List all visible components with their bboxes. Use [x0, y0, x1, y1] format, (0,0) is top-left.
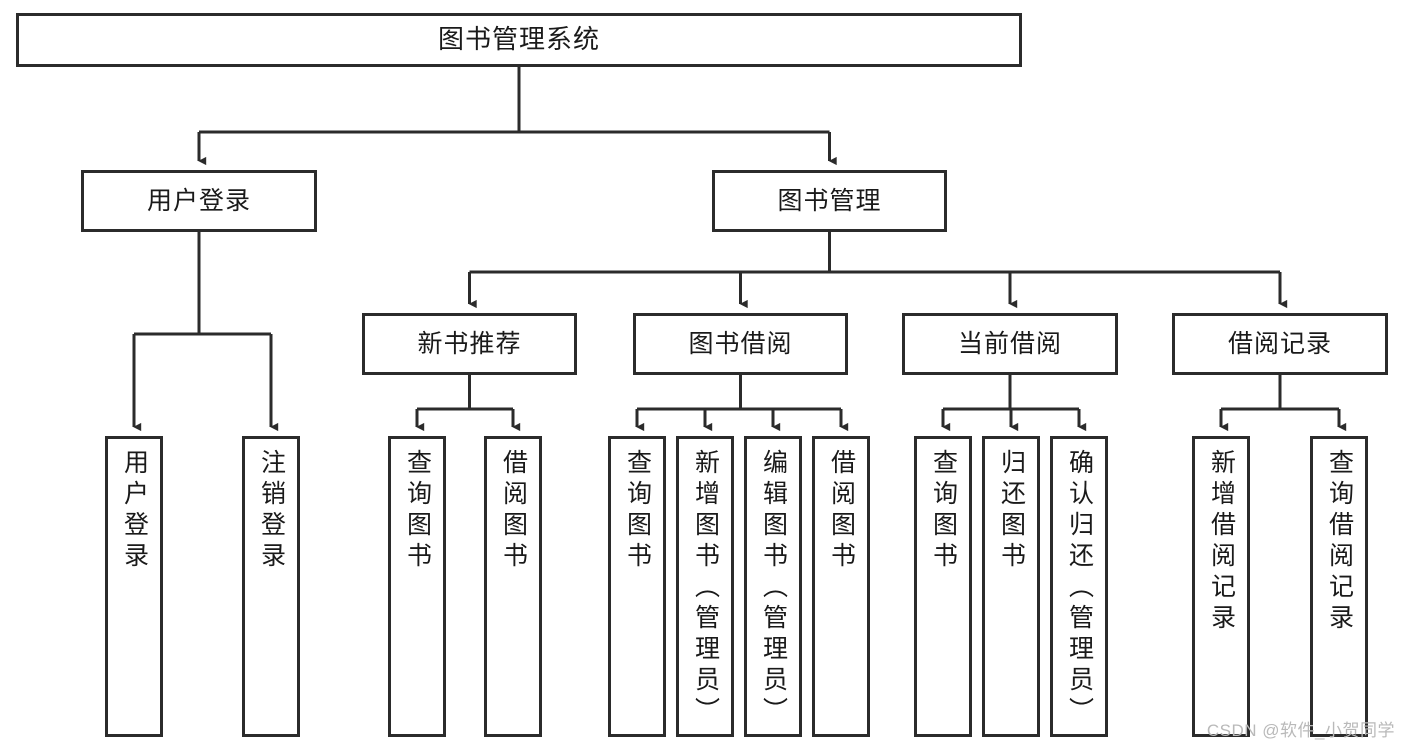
node-label: 借阅图书 — [499, 449, 528, 573]
node-leaf-query-book-2[interactable]: 查询图书 — [608, 436, 666, 737]
node-label: 借阅图书 — [827, 449, 856, 573]
node-leaf-query-book-1[interactable]: 查询图书 — [388, 436, 446, 737]
node-label: 图书借阅 — [688, 329, 793, 358]
node-label: 新增图书（管理员） — [691, 449, 720, 728]
node-borrow-record[interactable]: 借阅记录 — [1172, 313, 1388, 375]
node-label: 注销登录 — [257, 449, 286, 573]
node-label: 查询图书 — [403, 449, 432, 573]
node-leaf-logout-login[interactable]: 注销登录 — [242, 436, 300, 737]
node-leaf-edit-book-admin[interactable]: 编辑图书（管理员） — [744, 436, 802, 737]
node-leaf-query-book-3[interactable]: 查询图书 — [914, 436, 972, 737]
node-label: 新书推荐 — [417, 329, 522, 358]
node-label: 用户登录 — [146, 186, 251, 215]
node-label: 图书管理系统 — [437, 24, 600, 55]
node-label: 借阅记录 — [1227, 329, 1332, 358]
node-root[interactable]: 图书管理系统 — [16, 13, 1022, 67]
node-leaf-query-borrow-record[interactable]: 查询借阅记录 — [1310, 436, 1368, 737]
node-leaf-borrow-book-1[interactable]: 借阅图书 — [484, 436, 542, 737]
node-user-login[interactable]: 用户登录 — [81, 170, 317, 232]
node-leaf-user-login[interactable]: 用户登录 — [105, 436, 163, 737]
node-label: 查询图书 — [929, 449, 958, 573]
node-label: 查询借阅记录 — [1325, 449, 1354, 635]
node-label: 确认归还（管理员） — [1065, 449, 1094, 728]
node-label: 新增借阅记录 — [1207, 449, 1236, 635]
node-label: 查询图书 — [623, 449, 652, 573]
node-label: 当前借阅 — [957, 329, 1062, 358]
node-leaf-add-book-admin[interactable]: 新增图书（管理员） — [676, 436, 734, 737]
watermark: CSDN @软件_小贺同学 — [1206, 721, 1395, 740]
node-current-borrow[interactable]: 当前借阅 — [902, 313, 1118, 375]
node-label: 归还图书 — [997, 449, 1026, 573]
node-new-book-recommend[interactable]: 新书推荐 — [362, 313, 577, 375]
node-label: 用户登录 — [120, 449, 149, 573]
node-leaf-confirm-return-admin[interactable]: 确认归还（管理员） — [1050, 436, 1108, 737]
node-label: 编辑图书（管理员） — [759, 449, 788, 728]
node-book-manage[interactable]: 图书管理 — [712, 170, 947, 232]
node-book-borrow[interactable]: 图书借阅 — [633, 313, 848, 375]
node-leaf-return-book[interactable]: 归还图书 — [982, 436, 1040, 737]
node-leaf-add-borrow-record[interactable]: 新增借阅记录 — [1192, 436, 1250, 737]
node-leaf-borrow-book-2[interactable]: 借阅图书 — [812, 436, 870, 737]
node-label: 图书管理 — [777, 186, 882, 215]
